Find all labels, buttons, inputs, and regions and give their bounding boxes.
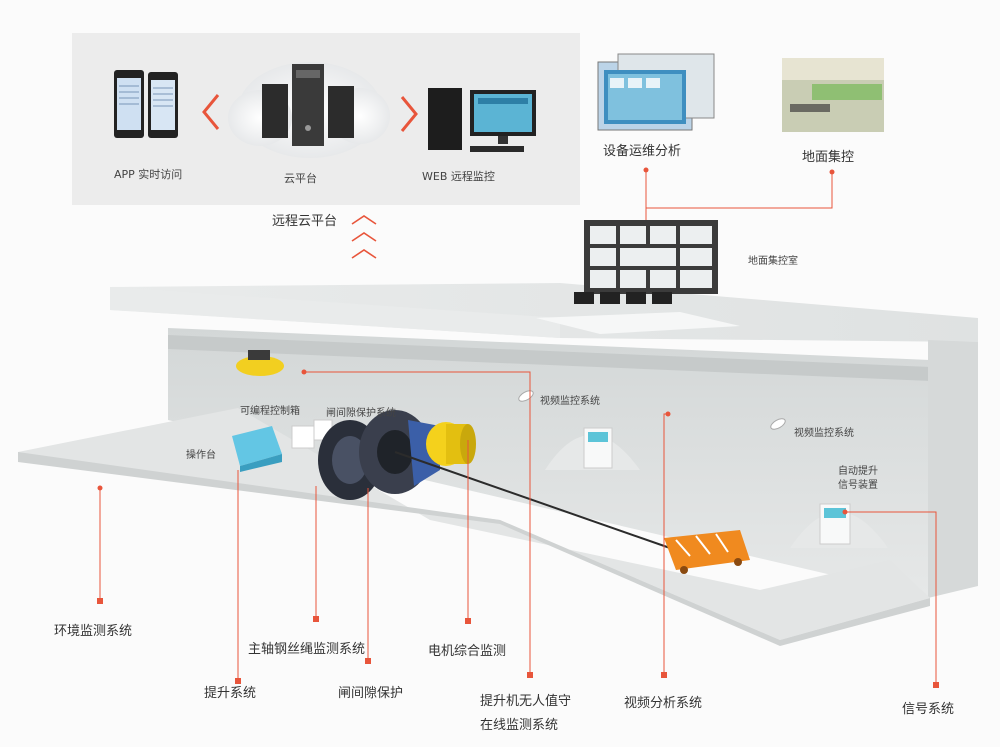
motor-callout: 电机综合监测 xyxy=(428,640,506,659)
unmanned-callout-1: 提升机无人值守 xyxy=(480,690,571,709)
video-analysis-callout: 视频分析系统 xyxy=(624,692,702,711)
up-arrows-icon xyxy=(352,216,376,258)
remote-cloud-label: 远程云平台 xyxy=(272,210,337,229)
surface-control-label: 地面集控 xyxy=(802,146,854,165)
gap-callout: 闸间隙保护 xyxy=(338,682,403,701)
web-monitor-label: WEB 远程监控 xyxy=(422,168,495,184)
plc-box xyxy=(292,426,314,448)
gap-protect-label: 闸间隙保护系统 xyxy=(326,404,396,419)
environment-callout: 环境监测系统 xyxy=(54,620,132,639)
signal-device-label-2: 信号装置 xyxy=(838,476,878,491)
control-room-label: 地面集控室 xyxy=(748,252,798,267)
hoist-callout: 提升系统 xyxy=(204,682,256,701)
control-center-photo xyxy=(782,58,884,132)
video-label-1: 视频监控系统 xyxy=(540,392,600,407)
app-label: APP 实时访问 xyxy=(114,166,182,182)
spindle-rope-callout: 主轴钢丝绳监测系统 xyxy=(248,638,365,657)
ops-analysis-label: 设备运维分析 xyxy=(603,140,681,159)
cloud-platform-label: 云平台 xyxy=(284,170,317,186)
ops-screens-image xyxy=(598,54,714,130)
video-label-2: 视频监控系统 xyxy=(794,424,854,439)
signal-device-label-1: 自动提升 xyxy=(838,462,878,477)
signal-callout: 信号系统 xyxy=(902,698,954,717)
plc-label: 可编程控制箱 xyxy=(240,402,300,417)
unmanned-callout-2: 在线监测系统 xyxy=(480,714,558,733)
console-label: 操作台 xyxy=(186,446,216,461)
